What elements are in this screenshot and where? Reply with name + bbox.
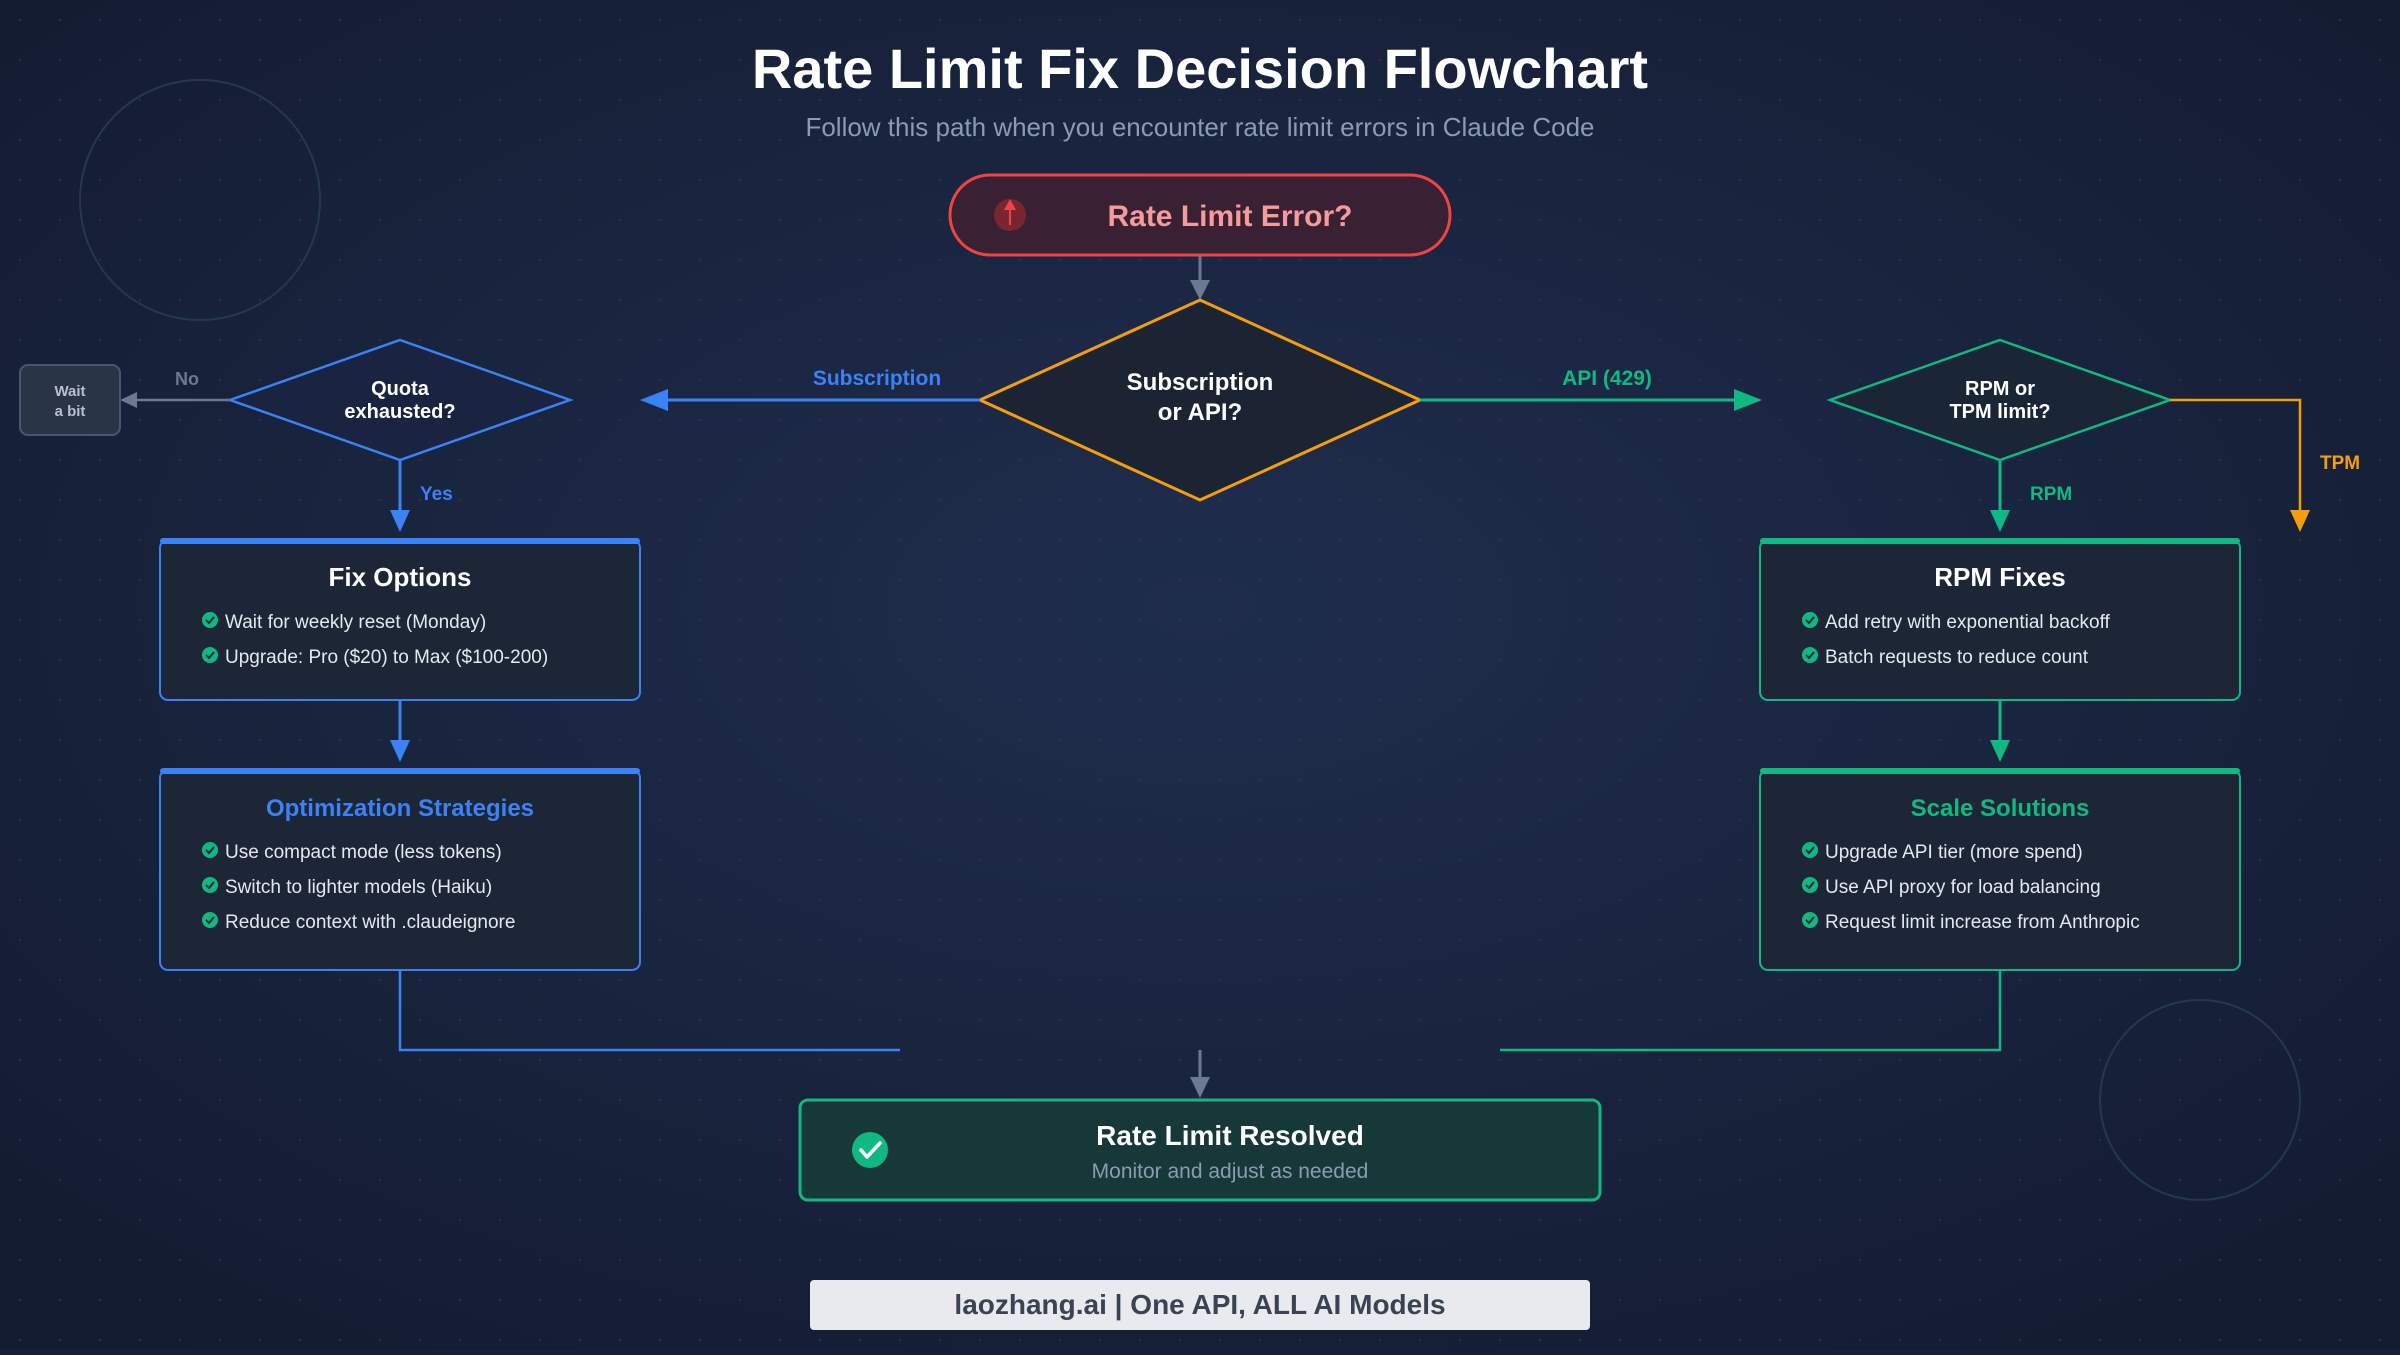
arrowhead-api [1734,389,1762,411]
decision-quota-line2: exhausted? [344,401,455,423]
page-subtitle: Follow this path when you encounter rate… [805,112,1594,142]
optimization-item: Use compact mode (less tokens) [202,842,502,863]
fix-options-item-text: Upgrade: Pro ($20) to Max ($100-200) [225,647,548,668]
optimization-item: Switch to lighter models (Haiku) [202,877,492,898]
start-node: Rate Limit Error? [948,173,1452,257]
fix-options-title: Fix Options [329,562,472,592]
resolved-subtitle: Monitor and adjust as needed [1092,1160,1369,1183]
wait-node: Wait a bit [19,364,121,436]
arrowhead-no [120,392,137,408]
resolved-node: Rate Limit Resolved Monitor and adjust a… [798,1098,1602,1202]
decision-subscription-or-api: Subscription or API? [976,298,1424,502]
edge-label-api: API (429) [1562,367,1652,390]
check-icon [202,647,218,663]
fix-options-box: Fix Options Wait for weekly reset (Monda… [159,538,641,701]
rpm-fixes-item-text: Add retry with exponential backoff [1825,612,2111,633]
fix-options-item: Wait for weekly reset (Monday) [202,612,486,633]
edge-label-yes: Yes [420,484,453,505]
check-icon [202,612,218,628]
decision-rpm-line1: RPM or [1965,378,2035,400]
check-icon [1802,877,1818,893]
scale-solutions-box: Scale Solutions Upgrade API tier (more s… [1759,768,2241,971]
arrow-tpm [2170,398,2302,518]
scale-item: Upgrade API tier (more spend) [1802,842,2083,863]
rpm-fixes-item: Add retry with exponential backoff [1802,612,2111,633]
arrowhead-rpm-fixes [1990,740,2010,762]
arrowhead-rpm [1990,510,2010,532]
optimization-item-text: Switch to lighter models (Haiku) [225,877,492,898]
resolved-title: Rate Limit Resolved [1096,1120,1364,1151]
rpm-fixes-box: RPM Fixes Add retry with exponential bac… [1759,538,2241,701]
scale-item-text: Request limit increase from Anthropic [1825,912,2140,933]
connector-right-merge [1500,970,2002,1052]
check-icon [1802,612,1818,628]
fix-options-item-text: Wait for weekly reset (Monday) [225,612,486,633]
check-icon [1802,842,1818,858]
start-label: Rate Limit Error? [1107,200,1352,233]
optimization-item-text: Use compact mode (less tokens) [225,842,502,863]
wait-line1: Wait [54,383,85,400]
check-circle-icon [852,1132,888,1168]
check-icon [1802,912,1818,928]
decision-main-line2: or API? [1158,399,1242,426]
optimization-title: Optimization Strategies [266,795,534,822]
arrowhead-yes [390,510,410,532]
optimization-item-text: Reduce context with .claudeignore [225,912,515,933]
alert-arrow-icon [994,199,1026,231]
fix-options-item: Upgrade: Pro ($20) to Max ($100-200) [202,647,548,668]
arrowhead-tpm [2290,510,2310,532]
check-icon [202,912,218,928]
scale-item: Request limit increase from Anthropic [1802,912,2140,933]
edge-label-subscription: Subscription [813,367,941,390]
scale-title: Scale Solutions [1911,795,2090,822]
check-icon [1802,647,1818,663]
rpm-fixes-item: Batch requests to reduce count [1802,647,2089,668]
decision-main-line1: Subscription [1127,369,1274,396]
scale-item-text: Upgrade API tier (more spend) [1825,842,2083,863]
optimization-box: Optimization Strategies Use compact mode… [159,768,641,971]
arrowhead-start [1190,280,1210,300]
footer-banner: laozhang.ai | One API, ALL AI Models [810,1280,1590,1330]
decor-circle-right [2099,999,2301,1201]
footer-text: laozhang.ai | One API, ALL AI Models [954,1289,1445,1320]
arrowhead-merge [1190,1077,1210,1098]
edge-label-tpm: TPM [2320,453,2360,474]
decor-circle-left [79,79,321,321]
connector-left-merge [398,970,900,1052]
page-title: Rate Limit Fix Decision Flowchart [752,37,1648,100]
edge-label-no: No [175,369,199,389]
rpm-fixes-title: RPM Fixes [1934,562,2066,592]
wait-line2: a bit [55,403,86,420]
arrowhead-fix [390,740,410,762]
decision-rpm-line2: TPM limit? [1949,401,2050,423]
decision-quota-line1: Quota [371,378,430,400]
edge-label-rpm: RPM [2030,484,2072,505]
rpm-fixes-item-text: Batch requests to reduce count [1825,647,2089,668]
scale-item-text: Use API proxy for load balancing [1825,877,2101,898]
decision-quota-exhausted: Quota exhausted? [226,338,574,462]
arrowhead-subscription [640,389,668,411]
optimization-item: Reduce context with .claudeignore [202,912,515,933]
check-icon [202,842,218,858]
scale-item: Use API proxy for load balancing [1802,877,2101,898]
check-icon [202,877,218,893]
